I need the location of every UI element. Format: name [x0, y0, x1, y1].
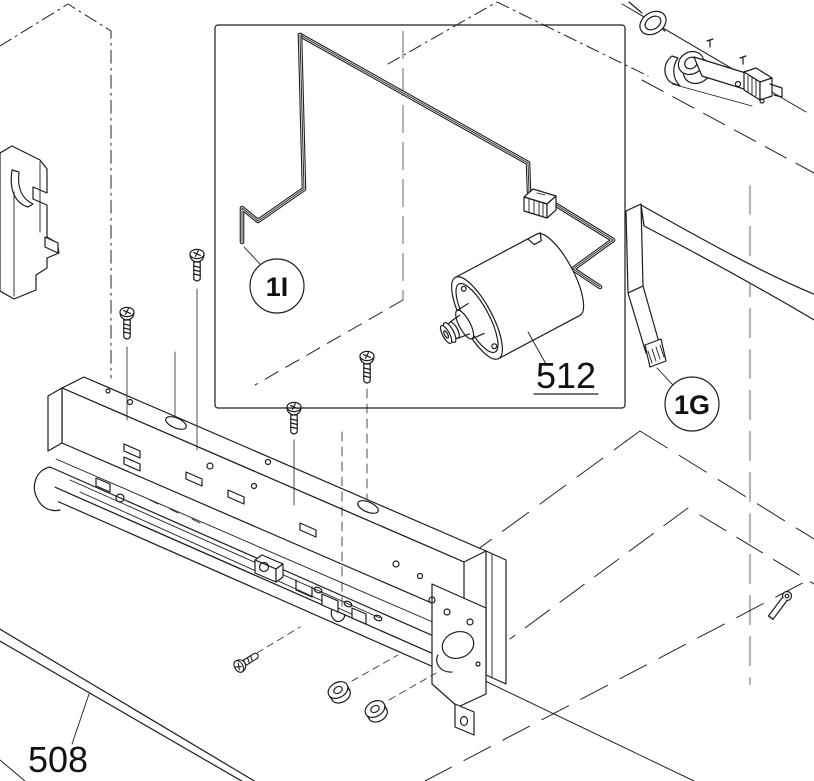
callout-1i-label: 1I	[266, 272, 289, 302]
main-frame-assembly	[33, 376, 507, 736]
frame-rod-508	[0, 628, 256, 781]
screw	[359, 350, 375, 384]
screw	[286, 401, 302, 435]
highlight-box	[214, 24, 626, 409]
sensor-bracket-assembly	[664, 38, 783, 107]
wire-harness-1i	[239, 32, 616, 290]
callout-1g: 1G	[656, 367, 720, 432]
left-holder-bracket	[0, 145, 60, 300]
callout-1g-label: 1G	[674, 390, 710, 420]
callout-1i: 1I	[243, 246, 305, 314]
motor-part-number[interactable]: 512	[536, 355, 596, 396]
long-screw	[767, 590, 793, 620]
flat-cable-1g	[625, 203, 814, 368]
callout-512[interactable]: 512	[527, 331, 599, 396]
roller-shaft-end	[628, 1, 667, 36]
cr-motor	[439, 231, 585, 360]
screw	[119, 306, 135, 340]
screw	[189, 248, 205, 282]
screw	[233, 652, 259, 673]
callout-508: 508	[28, 693, 90, 780]
callout-508-label: 508	[28, 739, 88, 780]
shoulder-screw	[327, 681, 351, 704]
wire-connector	[523, 188, 557, 219]
shoulder-screw	[364, 700, 388, 723]
mounting-screws	[119, 248, 793, 723]
